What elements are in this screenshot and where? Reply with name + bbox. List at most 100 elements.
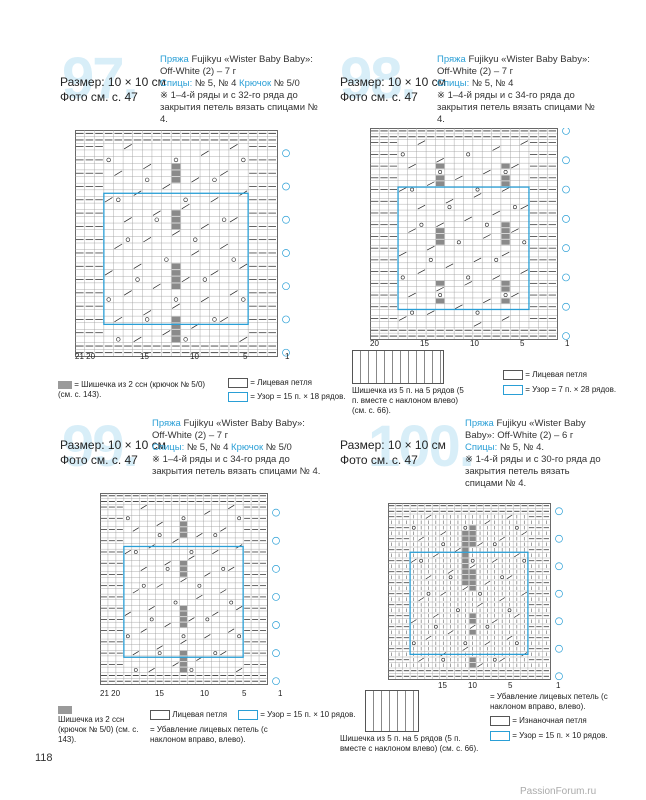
axis-label: 21 20 — [75, 352, 96, 361]
yarn-over-mark — [400, 152, 405, 157]
decrease-mark — [133, 336, 142, 343]
legend-knit: = Лицевая петля — [228, 378, 312, 388]
row-marker — [562, 332, 570, 340]
decrease-mark — [220, 527, 227, 532]
pattern-header: Пряжа Fujikyu «Wister Baby Baby»: Off-Wh… — [437, 54, 597, 126]
decrease-mark — [156, 521, 163, 527]
yarn-over-mark — [470, 558, 475, 563]
decrease-mark — [410, 619, 417, 624]
bobble-mark — [180, 527, 187, 532]
decrease-mark — [513, 553, 520, 558]
bobble-mark — [171, 223, 181, 230]
yarn-over-mark — [410, 310, 415, 315]
yarn-over-mark — [522, 240, 527, 245]
yarn-over-mark — [441, 657, 446, 662]
decrease-mark — [506, 514, 513, 519]
bobble-mark — [435, 163, 445, 169]
decrease-mark — [229, 143, 238, 150]
yarn-label: Пряжа — [152, 418, 181, 429]
bobble-mark — [462, 580, 469, 585]
axis-label: 1 — [285, 352, 290, 361]
needles-text: № 5, № 4 — [186, 442, 229, 453]
row-marker — [282, 315, 290, 324]
decrease-mark — [499, 597, 506, 602]
yarn-over-mark — [485, 624, 490, 629]
decrease-mark — [436, 222, 444, 227]
decrease-mark — [426, 245, 435, 251]
decrease-mark — [204, 634, 211, 639]
bobble-mark — [180, 662, 187, 667]
yarn-over-mark — [428, 257, 433, 262]
yarn-over-mark — [212, 177, 217, 183]
repeat-symbol — [503, 385, 523, 395]
bobble-diagram — [365, 690, 419, 732]
yarn-over-mark — [512, 205, 517, 210]
repeat-frame — [409, 551, 529, 656]
decrease-mark — [454, 304, 463, 310]
decrease-mark — [447, 630, 454, 635]
row-marker — [562, 185, 570, 194]
decrease-mark — [418, 536, 425, 541]
decrease-mark — [440, 531, 447, 536]
decrease-mark — [212, 549, 219, 555]
bobble-mark — [501, 163, 510, 169]
axis-label: 21 20 — [100, 689, 121, 698]
decrease-mark — [445, 199, 454, 204]
decrease-mark — [123, 290, 132, 296]
bobble-mark — [469, 542, 476, 547]
decrease-mark — [204, 572, 211, 577]
decrease-mark — [114, 316, 123, 323]
decrease-mark — [181, 203, 190, 210]
yarn-over-mark — [400, 275, 405, 280]
decrease-mark — [469, 624, 476, 629]
yarn-over-mark — [463, 525, 468, 530]
yarn-over-mark — [164, 257, 169, 262]
decrease-mark — [228, 628, 235, 633]
decrease-mark — [469, 564, 476, 569]
pattern-photo-ref: Фото см. с. 47 — [340, 90, 418, 104]
bobble-mark — [501, 181, 510, 187]
hook-text: № 5/0 — [265, 442, 292, 453]
decrease-mark — [483, 169, 491, 175]
yarn-over-mark — [241, 157, 246, 163]
decrease-mark — [239, 263, 248, 269]
decrease-mark — [104, 197, 113, 203]
decrease-mark — [140, 504, 147, 510]
decrease-mark — [418, 597, 425, 602]
decrease-mark — [132, 527, 139, 532]
bobble-mark — [171, 177, 181, 183]
decrease-mark — [172, 662, 179, 667]
decrease-mark — [239, 336, 248, 343]
hook-label: Крючок — [231, 442, 264, 453]
decrease-mark — [143, 310, 152, 316]
yarn-over-mark — [183, 197, 188, 202]
decrease-mark — [132, 650, 139, 656]
decrease-mark — [484, 580, 491, 585]
decrease-mark — [164, 561, 171, 566]
row-marker — [272, 508, 280, 517]
yarn-over-mark — [213, 651, 218, 655]
pattern-size: Размер: 10 × 10 см — [60, 438, 166, 452]
decrease-mark — [124, 611, 131, 616]
pattern-photo-ref: Фото см. с. 47 — [60, 453, 138, 467]
bobble-mark — [171, 163, 181, 170]
yarn-over-mark — [133, 550, 138, 554]
watermark: PassionForum.ru — [520, 786, 597, 797]
repeat-symbol — [490, 731, 510, 741]
decrease-mark — [398, 316, 407, 321]
hook-text: № 5/0 — [273, 78, 300, 89]
legend-bobble: Шишечка из 5 п. на 5 рядов (5 п. вместе … — [340, 734, 479, 753]
bobble-mark — [180, 566, 187, 572]
row-marker — [555, 644, 563, 653]
bobble-mark — [180, 560, 187, 566]
yarn-over-mark — [241, 297, 246, 302]
bobble-mark — [180, 650, 187, 656]
decrease-mark — [148, 606, 155, 611]
bobble-mark — [501, 239, 510, 245]
decrease-mark — [477, 542, 483, 547]
pattern-header: Пряжа Fujikyu «Wister Baby Baby»: Off-Wh… — [465, 418, 605, 490]
bobble-mark — [180, 667, 187, 673]
yarn-over-mark — [221, 217, 227, 222]
decrease-mark — [511, 163, 519, 169]
needles-text: № 5, № 4 — [471, 78, 514, 89]
